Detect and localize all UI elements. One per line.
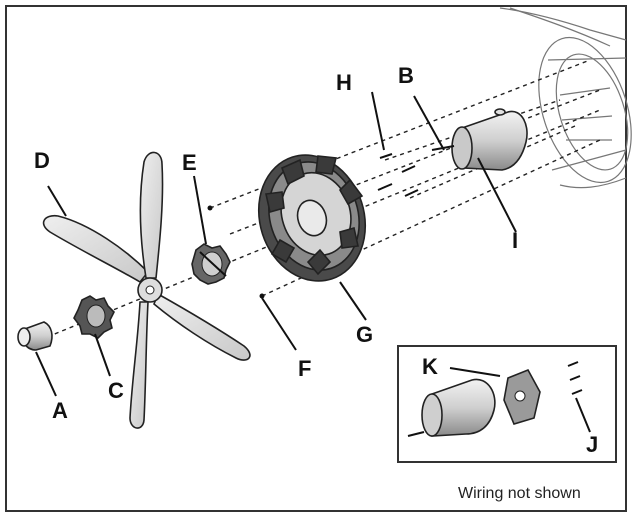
label-a: A [52, 398, 68, 423]
motor-part-i [431, 108, 528, 171]
wiring-note: Wiring not shown [458, 485, 581, 502]
label-f: F [298, 356, 311, 381]
label-k: K [422, 354, 438, 379]
screws-h [377, 153, 419, 197]
engine-dummy-part-g [257, 154, 367, 282]
label-d: D [34, 148, 50, 173]
leader-lines [35, 91, 591, 433]
label-j: J [586, 432, 598, 457]
screw-hole-top [207, 205, 213, 211]
screw-f [259, 293, 265, 299]
label-b: B [398, 63, 414, 88]
label-g: G [356, 322, 373, 347]
label-e: E [182, 150, 197, 175]
label-h: H [336, 70, 352, 95]
label-i: I [512, 228, 518, 253]
inset-box [397, 345, 617, 463]
propeller-part-d [42, 151, 251, 429]
label-c: C [108, 378, 124, 403]
spinner-part-a [17, 321, 53, 351]
adapter-part-e [191, 243, 231, 285]
outer-frame [5, 5, 627, 512]
fuselage-outline [499, 7, 632, 189]
adapter-part-c [73, 295, 115, 339]
